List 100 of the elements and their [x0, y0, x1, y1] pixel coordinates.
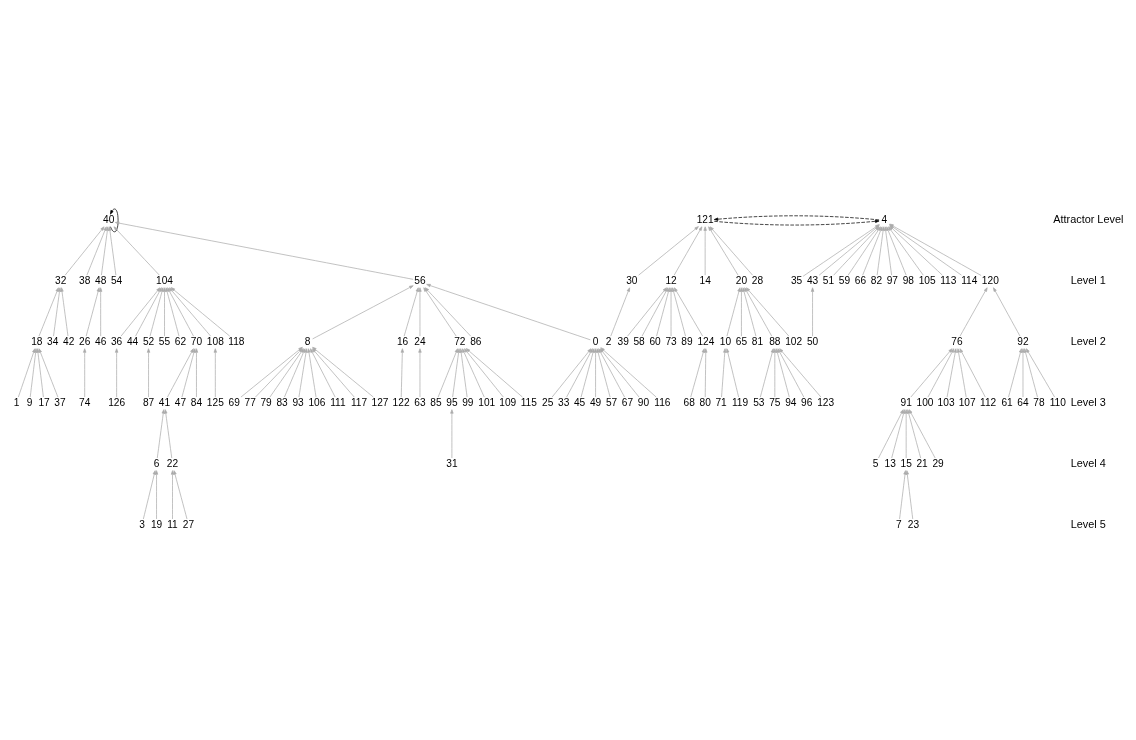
node-text: 89: [681, 335, 693, 347]
arrow: [156, 408, 165, 458]
node-text: 104: [156, 274, 173, 286]
arrow: [907, 408, 922, 458]
node-text: 71: [715, 396, 727, 408]
node-text: 69: [228, 396, 240, 408]
arrow: [946, 347, 957, 397]
node-text: 8: [304, 335, 311, 347]
node-text: 49: [589, 396, 602, 408]
node-text: 1: [13, 396, 20, 408]
node-text: 51: [822, 274, 835, 286]
arrow: [878, 408, 904, 458]
arrow: [101, 225, 110, 276]
node-text: 57: [605, 396, 618, 408]
node-text: 91: [900, 396, 912, 408]
node-text: 127: [371, 396, 389, 408]
arrow: [164, 408, 173, 458]
node-text: 67: [621, 396, 634, 408]
node-text: 98: [902, 274, 914, 286]
node-text: 3: [139, 518, 145, 530]
arrow: [36, 347, 44, 397]
node-text: 19: [150, 518, 163, 530]
node-text: 0: [592, 335, 599, 347]
label: Level 1: [1070, 273, 1106, 286]
node-text: 124: [697, 335, 715, 347]
node-text: 110: [1049, 396, 1066, 408]
node-text: 4: [881, 213, 888, 225]
arrow: [746, 286, 790, 336]
arrow: [641, 286, 669, 336]
node-text: 123: [817, 396, 835, 408]
arrow: [908, 408, 936, 458]
arrow: [426, 283, 591, 340]
node-text: 62: [174, 335, 187, 347]
arrow: [464, 347, 504, 397]
arrow: [956, 347, 967, 397]
arrow: [403, 286, 419, 336]
node-text: 14: [699, 274, 711, 286]
node-text: 5: [872, 457, 879, 469]
arrow: [170, 286, 231, 336]
arrow: [551, 347, 592, 397]
arrow: [213, 347, 217, 397]
node-text: 78: [1033, 396, 1045, 408]
node-text: 65: [735, 335, 748, 347]
node-text: 116: [654, 396, 671, 408]
node-text: 43: [806, 274, 819, 286]
node-text: 38: [79, 274, 91, 286]
node-text: 46: [95, 335, 107, 347]
node-text: 9: [26, 396, 33, 408]
node-text: 48: [95, 274, 107, 286]
arrow: [194, 347, 199, 397]
arrow: [167, 347, 194, 397]
arrow: [810, 286, 815, 336]
arrow: [959, 347, 986, 397]
arrow: [135, 286, 162, 336]
node-text: 70: [190, 335, 203, 347]
node-text: 118: [228, 335, 245, 347]
arrow: [638, 225, 699, 276]
node-text: 107: [958, 396, 976, 408]
arrow: [721, 347, 727, 397]
arrow: [690, 347, 705, 397]
arrow: [108, 225, 117, 276]
arrow: [312, 347, 355, 397]
node-text: 17: [38, 396, 50, 408]
arrow: [450, 408, 454, 458]
arrow: [64, 225, 105, 276]
node-text: 84: [190, 396, 203, 408]
arrow: [86, 225, 107, 276]
node-text: 75: [769, 396, 781, 408]
arrow: [167, 286, 194, 336]
arrow: [38, 286, 59, 336]
node-text: 45: [573, 396, 586, 408]
node-text: 42: [63, 335, 75, 347]
node-text: 86: [470, 335, 482, 347]
node-text: 23: [907, 518, 920, 530]
arrow: [1023, 347, 1038, 397]
node-text: 112: [980, 396, 997, 408]
node-text: 58: [633, 335, 645, 347]
label: Level 2: [1070, 334, 1106, 347]
node-text: 88: [769, 335, 781, 347]
arrow: [400, 347, 404, 397]
arrow: [905, 469, 914, 519]
arrow: [465, 347, 523, 397]
node-text: 114: [961, 274, 978, 286]
node-text: 34: [47, 335, 59, 347]
node-text: 26: [79, 335, 91, 347]
arrow: [744, 286, 773, 336]
node-text: 12: [665, 274, 677, 286]
node-text: 53: [753, 396, 765, 408]
node-text: 76: [951, 335, 963, 347]
arrow: [708, 225, 739, 276]
arrow: [169, 286, 211, 336]
arrow: [312, 284, 414, 339]
arrow: [593, 347, 598, 397]
node-text: 92: [1017, 335, 1029, 347]
arrow: [580, 347, 595, 397]
arrow: [99, 286, 103, 336]
node-text: 119: [731, 396, 749, 408]
node-text: 47: [174, 396, 187, 408]
node-text: 59: [838, 274, 851, 286]
node-text: 93: [292, 396, 304, 408]
